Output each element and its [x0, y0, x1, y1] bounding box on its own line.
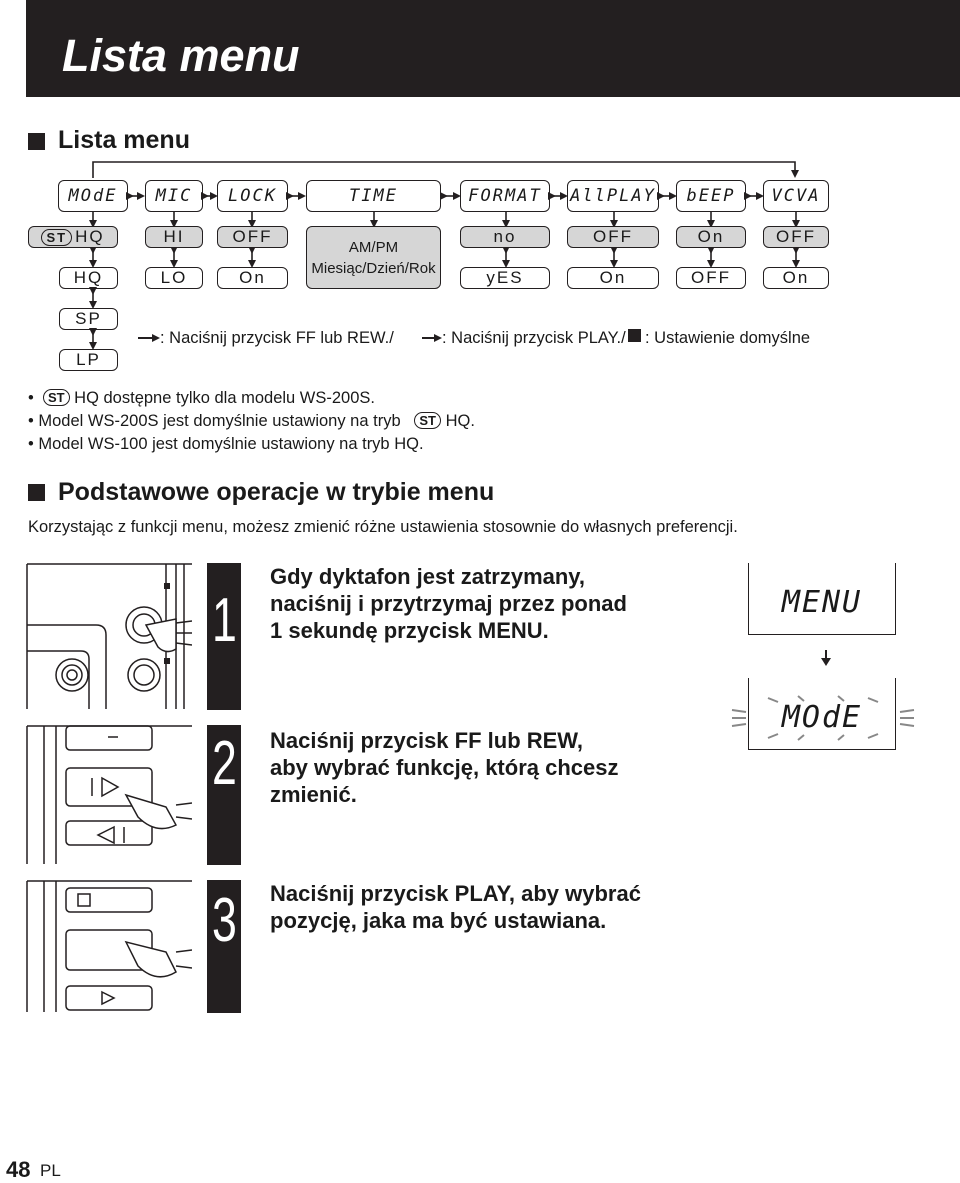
option-vcva-on: On: [763, 267, 829, 289]
step-3-bar: [207, 880, 241, 1013]
option-lock-on: On: [217, 267, 288, 289]
step-1-text: Gdy dyktafon jest zatrzymany, naciśnij i…: [270, 564, 627, 643]
note-1: • ST HQ dostępne tylko dla modelu WS-200…: [28, 389, 375, 407]
legend-play: : Naciśnij przycisk PLAY./: [442, 329, 626, 347]
menu-item-mode: MOdE: [58, 180, 128, 212]
option-mic-lo: LO: [145, 267, 203, 289]
option-allplay-off: OFF: [567, 226, 659, 248]
step-1-bar: [207, 563, 241, 710]
device-menu-button-illustration: [26, 563, 192, 709]
down-arrow-icon: [821, 650, 831, 666]
step-3-number: 3: [212, 886, 237, 955]
section-heading-menu-list: Lista menu: [58, 126, 190, 154]
step-1-number: 1: [212, 586, 237, 655]
st-mark-icon: ST: [414, 412, 442, 429]
section-marker: [28, 484, 45, 501]
option-time-settings: AM/PM Miesiąc/Dzień/Rok: [306, 226, 441, 289]
blink-indicator-icon: [731, 695, 915, 741]
menu-item-beep: bEEP: [676, 180, 746, 212]
option-lock-off: OFF: [217, 226, 288, 248]
option-sp: SP: [59, 308, 118, 330]
page-language: PL: [40, 1161, 61, 1180]
option-allplay-on: On: [567, 267, 659, 289]
option-lp: LP: [59, 349, 118, 371]
st-mark-icon: ST: [41, 228, 73, 246]
section-marker: [28, 133, 45, 150]
step-2-text: Naciśnij przycisk FF lub REW, aby wybrać…: [270, 728, 619, 807]
option-st-hq: ST HQ: [28, 226, 118, 248]
option-format-yes: yES: [460, 267, 550, 289]
step-2-number: 2: [212, 729, 237, 798]
option-vcva-off: OFF: [763, 226, 829, 248]
menu-item-time: TIME: [306, 180, 441, 212]
menu-item-vcva: VCVA: [763, 180, 829, 212]
note-2: • Model WS-200S jest domyślnie ustawiony…: [28, 412, 475, 430]
option-hq: HQ: [59, 267, 118, 289]
lcd-display-menu: MENU: [748, 563, 896, 635]
menu-item-mic: MIC: [145, 180, 203, 212]
title-banner: [26, 0, 960, 97]
menu-item-lock: LOCK: [217, 180, 288, 212]
note-3: • Model WS-100 jest domyślnie ustawiony …: [28, 435, 424, 453]
step-3-text: Naciśnij przycisk PLAY, aby wybrać pozyc…: [270, 881, 641, 933]
option-format-no: no: [460, 226, 550, 248]
section-intro: Korzystając z funkcji menu, możesz zmien…: [28, 518, 738, 536]
st-mark-icon: ST: [42, 389, 70, 406]
option-beep-off: OFF: [676, 267, 746, 289]
option-mic-hi: HI: [145, 226, 203, 248]
step-2-bar: [207, 725, 241, 865]
option-beep-on: On: [676, 226, 746, 248]
menu-diagram-connectors: [89, 161, 800, 350]
page-number: 48: [6, 1157, 31, 1182]
device-ff-rew-illustration: [26, 725, 192, 864]
section-heading-basic-operations: Podstawowe operacje w trybie menu: [58, 478, 495, 506]
page-title: Lista menu: [62, 30, 300, 81]
lcd-display-mode: MOdE: [748, 678, 896, 750]
legend-ff-rew: : Naciśnij przycisk FF lub REW./: [160, 329, 394, 347]
menu-item-format: FORMAT: [460, 180, 550, 212]
menu-item-allplay: AllPLAY: [567, 180, 659, 212]
legend-default: : Ustawienie domyślne: [645, 329, 811, 347]
time-line-ampm: AM/PM: [348, 238, 399, 256]
device-play-button-illustration: [26, 880, 192, 1012]
time-line-date: Miesiąc/Dzień/Rok: [311, 259, 436, 277]
